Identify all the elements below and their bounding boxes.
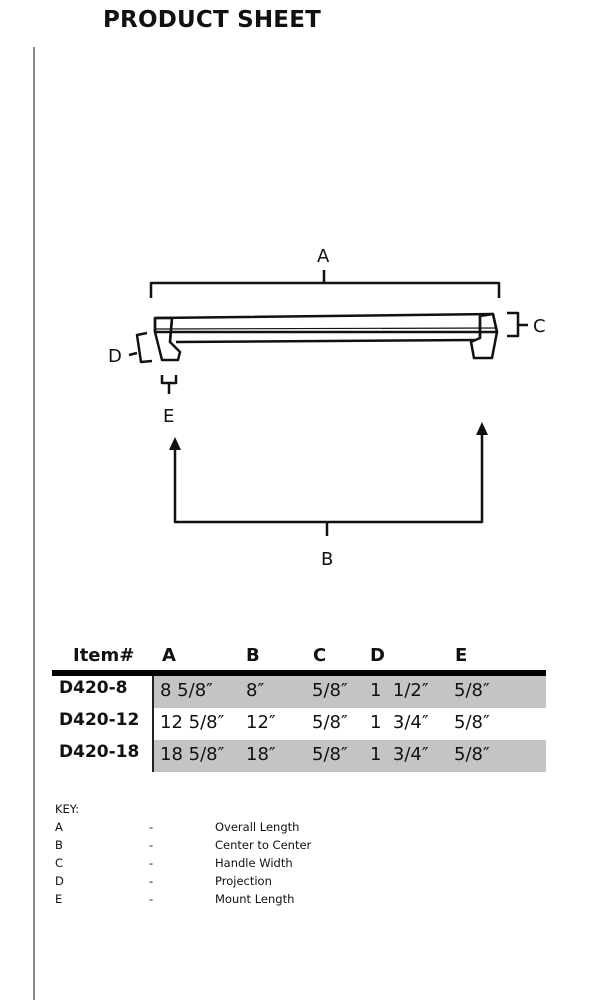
key-description: Center to Center xyxy=(215,838,312,852)
key-item: B - Center to Center xyxy=(55,836,355,854)
item-column-divider xyxy=(152,676,154,772)
header-b: B xyxy=(246,645,260,666)
key-title: KEY: xyxy=(55,802,80,816)
dimensions-table: Item# A B C D E D420-8 8 5/8″ 8″ 5/8″ 1 … xyxy=(52,642,546,772)
key-letter: C xyxy=(55,856,64,870)
key-letter: A xyxy=(55,820,63,834)
key-letter: E xyxy=(55,892,63,906)
item-number: D420-12 xyxy=(59,710,140,730)
cell-e: 5/8″ xyxy=(454,712,490,733)
header-divider xyxy=(52,670,546,676)
table-row: D420-8 8 5/8″ 8″ 5/8″ 1 1/2″ 5/8″ xyxy=(52,676,546,708)
cell-d: 1 3/4″ xyxy=(370,744,429,765)
key-description: Overall Length xyxy=(215,820,300,834)
key-description: Handle Width xyxy=(215,856,293,870)
cell-c: 5/8″ xyxy=(312,680,348,701)
key-item: D - Projection xyxy=(55,872,355,890)
key-dash: - xyxy=(149,856,154,870)
dimension-b-bracket xyxy=(173,432,484,536)
key-description: Mount Length xyxy=(215,892,295,906)
page-title: PRODUCT SHEET xyxy=(103,7,321,33)
handle-dimension-diagram: A C D E B xyxy=(108,246,546,570)
dimension-e-bracket xyxy=(160,375,178,394)
arrow-up-icon xyxy=(169,437,181,450)
label-d: D xyxy=(108,346,122,367)
cell-b: 8″ xyxy=(246,680,265,701)
key-item: C - Handle Width xyxy=(55,854,355,872)
key-dash: - xyxy=(149,892,154,906)
key-letter: D xyxy=(55,874,64,888)
table-header: Item# A B C D E xyxy=(52,642,546,670)
header-d: D xyxy=(370,645,385,666)
cell-d: 1 1/2″ xyxy=(370,680,429,701)
cell-a: 18 5/8″ xyxy=(160,744,225,765)
header-a: A xyxy=(162,645,176,666)
label-a: A xyxy=(317,246,330,267)
cell-a: 12 5/8″ xyxy=(160,712,225,733)
label-c: C xyxy=(533,316,546,337)
dimension-d-bracket xyxy=(128,331,153,364)
item-number: D420-18 xyxy=(59,742,140,762)
table-row: D420-18 18 5/8″ 18″ 5/8″ 1 3/4″ 5/8″ xyxy=(52,740,546,772)
cell-b: 18″ xyxy=(246,744,276,765)
handle-bar-icon xyxy=(153,312,499,362)
cell-e: 5/8″ xyxy=(454,680,490,701)
dimension-c-bracket xyxy=(507,311,528,338)
header-item: Item# xyxy=(73,645,135,666)
cell-e: 5/8″ xyxy=(454,744,490,765)
cell-c: 5/8″ xyxy=(312,712,348,733)
key-dash: - xyxy=(149,874,154,888)
key-item: A - Overall Length xyxy=(55,818,355,836)
table-row: D420-12 12 5/8″ 12″ 5/8″ 1 3/4″ 5/8″ xyxy=(52,708,546,740)
header-c: C xyxy=(313,645,327,666)
label-e: E xyxy=(163,406,174,427)
item-number: D420-8 xyxy=(59,678,128,698)
header-e: E xyxy=(455,645,468,666)
label-b: B xyxy=(321,549,333,570)
dimension-a-bracket xyxy=(149,270,501,298)
cell-a: 8 5/8″ xyxy=(160,680,213,701)
key-letter: B xyxy=(55,838,63,852)
cell-c: 5/8″ xyxy=(312,744,348,765)
key-dash: - xyxy=(149,838,154,852)
arrow-up-icon xyxy=(476,422,488,435)
key-dash: - xyxy=(149,820,154,834)
key-item: E - Mount Length xyxy=(55,890,355,908)
key-description: Projection xyxy=(215,874,272,888)
cell-d: 1 3/4″ xyxy=(370,712,429,733)
key-legend: KEY: A - Overall Length B - Center to Ce… xyxy=(55,800,355,908)
margin-rule xyxy=(33,47,35,1000)
cell-b: 12″ xyxy=(246,712,276,733)
